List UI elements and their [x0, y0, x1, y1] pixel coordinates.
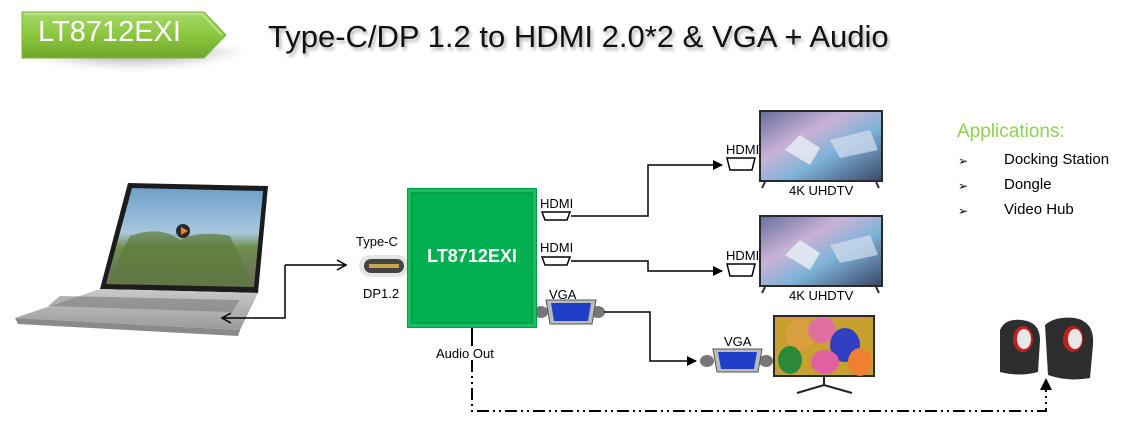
dp12-label: DP1.2: [363, 286, 400, 301]
hdmi-out-1-link: [540, 157, 756, 221]
chip-label: LT8712EXI: [427, 246, 517, 266]
laptop-image: [15, 183, 268, 336]
lt8712exi-chip-block: [407, 188, 537, 328]
bullet-icon: ➢: [958, 179, 969, 193]
speakers-image: [1000, 317, 1094, 380]
tv-1-image: [759, 110, 883, 189]
tv-1-caption: 4K UHDTV: [789, 183, 854, 198]
bullet-icon: ➢: [958, 204, 969, 218]
bullet-icon: ➢: [958, 154, 969, 168]
typec-label: Type-C: [356, 234, 398, 249]
tv-2-image: [759, 215, 883, 294]
hdmi-out-1-label: HDMI: [540, 196, 574, 211]
audio-out-link: [471, 326, 1052, 412]
laptop-to-typec-link: [220, 259, 348, 324]
vga-out-label: VGA: [549, 287, 577, 302]
tv-2-hdmi-label: HDMI: [726, 248, 760, 263]
applications-title: Applications:: [957, 121, 1065, 142]
page-title: Type-C/DP 1.2 to HDMI 2.0*2 & VGA + Audi…: [268, 19, 889, 54]
application-item: Dongle: [1004, 176, 1052, 193]
tv-1-hdmi-label: HDMI: [726, 142, 760, 157]
typec-port-icon: [359, 255, 409, 277]
vga-out-link: [534, 299, 773, 373]
tv-2-caption: 4K UHDTV: [789, 288, 854, 303]
vga-monitor-image: [773, 315, 875, 394]
application-item: Docking Station: [1004, 151, 1110, 168]
monitor-vga-label: VGA: [724, 334, 752, 349]
audio-out-label: Audio Out: [436, 346, 494, 361]
hdmi-out-2-link: [540, 256, 756, 277]
hdmi-out-2-label: HDMI: [540, 240, 574, 255]
application-item: Video Hub: [1004, 201, 1074, 218]
chip-tag-label: LT8712EXI: [38, 16, 181, 48]
title-tag: [21, 11, 227, 59]
